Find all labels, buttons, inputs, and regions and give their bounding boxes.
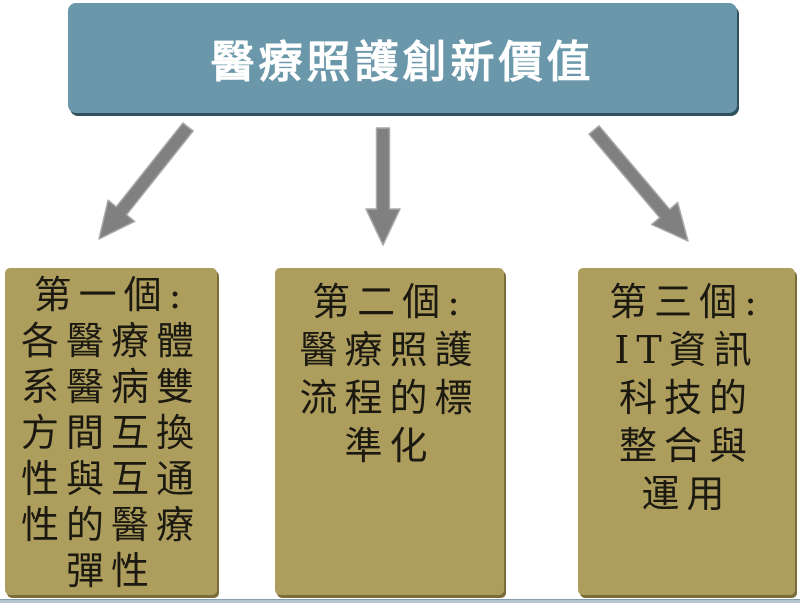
- branch-box-first-text: 第一個: 各醫療體 系醫病雙 方間互換 性與互通 性的醫療 彈性: [20, 273, 201, 593]
- down-left-arrow-icon: [98, 122, 194, 240]
- down-right-arrow-icon: [588, 125, 689, 242]
- title-text: 醫療照護創新價值: [210, 37, 595, 88]
- branch-box-second-text: 第二個: 醫療照護 流程的標 準化: [299, 280, 480, 468]
- bottom-rule-line: [0, 599, 800, 603]
- branch-box-first: 第一個: 各醫療體 系醫病雙 方間互換 性與互通 性的醫療 彈性: [5, 268, 217, 595]
- branch-box-second: 第二個: 醫療照護 流程的標 準化: [275, 268, 504, 595]
- down-arrow-icon: [365, 127, 401, 246]
- title-box: 醫療照護創新價值: [68, 3, 737, 113]
- branch-box-third-text: 第三個: IT資訊 科技的 整合與 運用: [609, 280, 764, 516]
- branch-box-third: 第三個: IT資訊 科技的 整合與 運用: [578, 268, 795, 595]
